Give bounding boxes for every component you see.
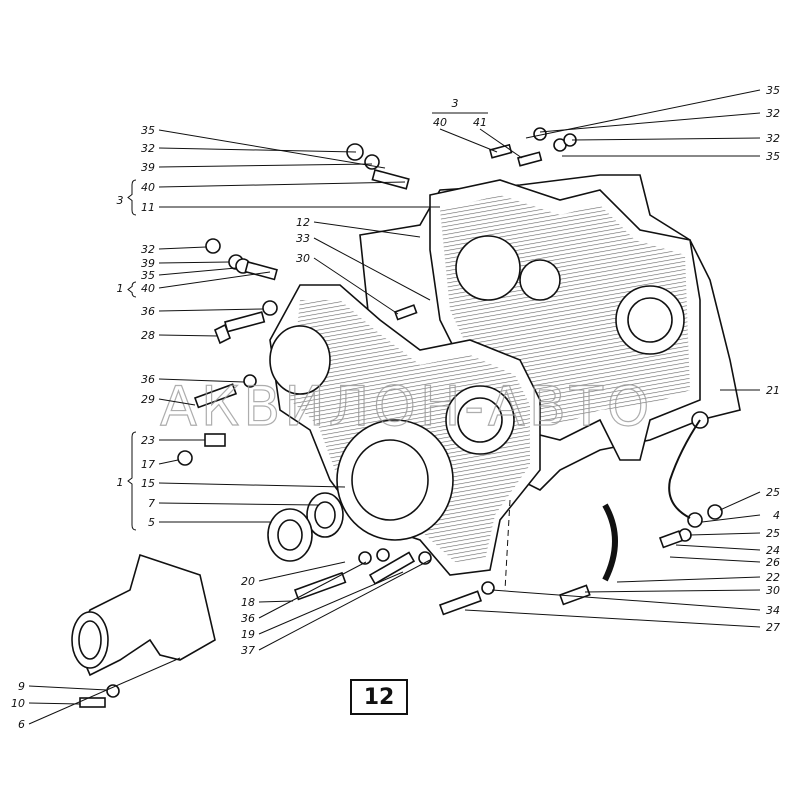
callout-label: 25: [766, 527, 780, 540]
leader-line: [258, 571, 404, 635]
leader-line: [689, 532, 761, 536]
leader-line: [584, 589, 761, 593]
callout-label: 10: [11, 697, 25, 710]
group-bracket: [127, 431, 137, 531]
leader-line: [158, 246, 207, 250]
leader-line: [28, 685, 108, 691]
callout-label: 30: [296, 252, 310, 265]
leader-line: [158, 163, 373, 168]
leader-line: [258, 559, 431, 651]
callout-label: 33: [296, 232, 310, 245]
leader-line: [28, 657, 181, 725]
callout-label: 39: [141, 161, 155, 174]
callout-label: 24: [766, 544, 780, 557]
callout-label: 34: [766, 604, 780, 617]
callout-label: 32: [141, 243, 155, 256]
leader-line: [258, 561, 346, 582]
callout-label: 32: [766, 132, 780, 145]
group-label: 3: [117, 194, 124, 207]
leader-line: [525, 89, 761, 139]
callout-label: 25: [766, 486, 780, 499]
callout-label: 23: [141, 434, 155, 447]
leader-line: [258, 561, 367, 619]
callout-label: 40: [141, 282, 155, 295]
callout-label: 15: [141, 477, 155, 490]
callout-label: 32: [141, 142, 155, 155]
callout-label: 19: [241, 628, 255, 641]
leader-line: [158, 129, 386, 169]
callout-label: 41: [473, 116, 487, 129]
callout-label: 40: [141, 181, 155, 194]
leader-line: [158, 378, 245, 383]
callout-label: 18: [241, 596, 255, 609]
callout-label: 7: [148, 497, 155, 510]
callout-label: 35: [141, 124, 155, 137]
leader-line: [158, 502, 319, 506]
leader-line: [158, 261, 230, 264]
callout-label: 28: [141, 329, 155, 342]
leader-line: [158, 271, 271, 289]
callout-label: 4: [773, 509, 780, 522]
callout-label: 39: [141, 257, 155, 270]
callout-label: 12: [296, 216, 310, 229]
leader-line: [479, 128, 523, 159]
leader-line: [313, 237, 431, 301]
leader-line: [28, 702, 81, 705]
group-bracket: [127, 281, 137, 298]
callout-label: 9: [18, 680, 25, 693]
callout-label: 32: [766, 107, 780, 120]
callout-label: 40: [433, 116, 447, 129]
leader-line: [491, 589, 761, 611]
leader-line: [158, 308, 264, 312]
group-label: 1: [117, 476, 124, 489]
callout-label: 29: [141, 393, 155, 406]
leader-line: [258, 600, 294, 603]
callout-label: 22: [766, 571, 780, 584]
leader-line: [439, 128, 498, 153]
leader-line: [313, 257, 399, 315]
callout-label: 6: [18, 718, 25, 731]
leader-line: [719, 491, 761, 511]
leader-line: [675, 544, 761, 551]
callout-label: 21: [766, 384, 780, 397]
callout-label: 30: [766, 584, 780, 597]
leader-line: [571, 137, 761, 141]
leader-line: [669, 556, 761, 563]
callout-label: 36: [141, 373, 155, 386]
group-bracket: [127, 179, 137, 216]
leader-line: [158, 334, 219, 337]
leader-line: [158, 482, 346, 488]
callout-label: 27: [766, 621, 780, 634]
leader-line: [158, 398, 196, 406]
callout-label: 11: [141, 201, 155, 214]
callout-label: 35: [766, 84, 780, 97]
leader-line: [539, 112, 761, 133]
leader-line: [158, 181, 406, 188]
callout-label: 37: [241, 644, 255, 657]
leader-line: [701, 514, 761, 523]
group-label: 1: [117, 282, 124, 295]
leader-line: [158, 459, 179, 465]
leader-line: [313, 221, 421, 238]
callout-label: 5: [148, 516, 155, 529]
figure-number-box: 12: [350, 679, 408, 715]
leader-line: [158, 147, 357, 153]
leader-line: [616, 576, 761, 583]
hub: [74, 553, 216, 677]
callout-label: 36: [241, 612, 255, 625]
watermark: АКВИЛОН-АВТО: [160, 375, 653, 438]
callout-label: 26: [766, 556, 780, 569]
callout-label: 36: [141, 305, 155, 318]
group-label: 3: [452, 97, 459, 110]
callout-label: 20: [241, 575, 255, 588]
callout-label: 17: [141, 458, 155, 471]
callout-label: 35: [141, 269, 155, 282]
leader-line: [158, 267, 237, 276]
callout-label: 35: [766, 150, 780, 163]
leader-line: [464, 609, 761, 628]
